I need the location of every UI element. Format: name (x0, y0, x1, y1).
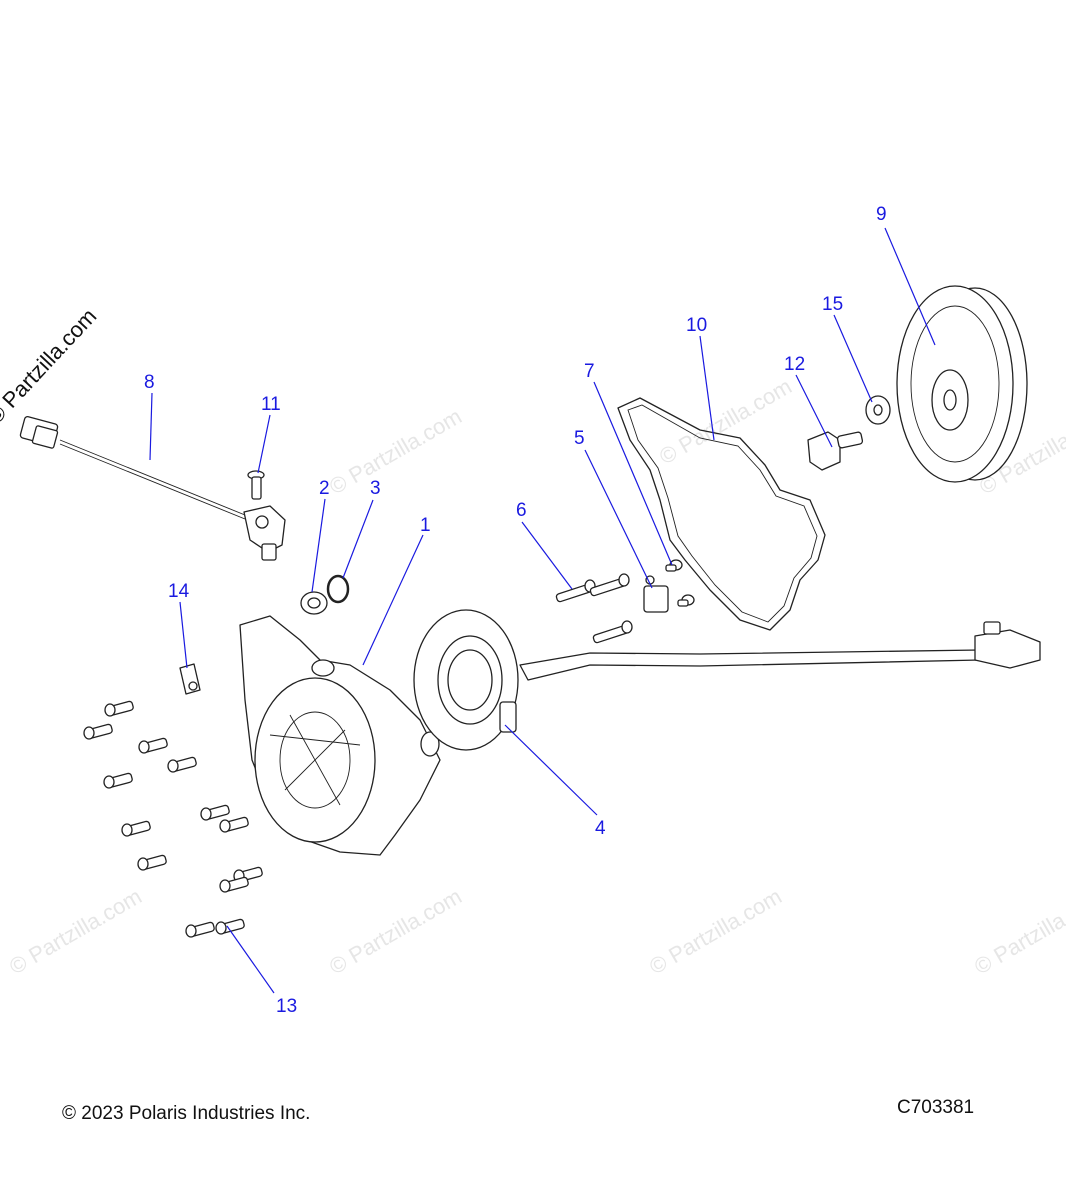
watermark: © Partzilla.com (325, 404, 466, 500)
callout-5: 5 (574, 428, 585, 449)
part-9-flywheel (896, 285, 1028, 483)
callout-7: 7 (584, 361, 595, 382)
cover-bolt (138, 737, 168, 754)
leader-line-8 (149, 392, 153, 461)
callout-4: 4 (595, 818, 606, 839)
part-15-washer (865, 395, 891, 425)
callout-13: 13 (276, 996, 297, 1017)
part-11-bolt (247, 470, 265, 500)
diagram-code: C703381 (897, 1097, 975, 1118)
part-3-retaining-ring (326, 574, 350, 604)
watermark: © Partzilla.com (5, 884, 146, 980)
stator-bolt (589, 573, 630, 597)
cover-bolt (121, 820, 151, 837)
part-14-clip (179, 663, 201, 695)
cover-bolt (200, 804, 230, 821)
leader-line-2 (311, 498, 326, 593)
stator-bolt (592, 620, 633, 644)
cover-bolt (167, 756, 197, 773)
cover-bolt (104, 700, 134, 717)
clamp-screw (677, 594, 695, 607)
cover-bolt (219, 816, 249, 833)
callout-11: 11 (261, 394, 281, 415)
part-2-bearing (300, 591, 328, 615)
leader-line-10 (699, 335, 715, 441)
leader-line-5 (584, 449, 653, 589)
leader-line-4 (504, 724, 598, 816)
callout-6: 6 (516, 500, 527, 521)
part-5-clamp (643, 575, 669, 613)
watermark: © Partzilla.com (970, 884, 1066, 980)
clamp-screw (665, 559, 683, 572)
callout-2: 2 (319, 478, 330, 499)
callout-9: 9 (876, 204, 887, 225)
leader-line-9 (884, 227, 936, 346)
callout-1: 1 (420, 515, 431, 536)
part-13-bolt-set (83, 700, 263, 938)
leader-line-13 (226, 925, 275, 994)
callout-3: 3 (370, 478, 381, 499)
watermark: © Partzilla.com (645, 884, 786, 980)
callout-10: 10 (686, 315, 707, 336)
leader-line-15 (833, 314, 873, 403)
part-7-screws (665, 559, 695, 607)
cover-bolt (137, 854, 167, 871)
part-8-sensor-harness (19, 415, 286, 561)
callout-14: 14 (168, 581, 190, 602)
copyright-notice: © 2023 Polaris Industries Inc. (62, 1103, 311, 1124)
leader-line-6 (521, 521, 573, 590)
callout-labels: 1 2 3 4 5 6 7 8 9 10 11 12 13 14 15 (144, 204, 887, 1017)
cover-bolt (103, 772, 133, 789)
cover-bolt (83, 723, 113, 740)
watermark: © Partzilla.com (325, 884, 466, 980)
part-10-gasket (617, 397, 826, 631)
leader-line-11 (257, 414, 271, 474)
part-1-stator-cover (239, 615, 441, 856)
part-4-stator (413, 609, 1041, 751)
callout-15: 15 (822, 294, 843, 315)
leader-line-14 (179, 601, 188, 669)
cover-bolt (215, 918, 245, 935)
leader-line-1 (362, 534, 424, 666)
cover-bolt (219, 876, 249, 893)
watermark: © Partzilla.com (655, 374, 796, 470)
leader-lines (149, 227, 936, 994)
leader-line-7 (593, 381, 673, 566)
leader-line-3 (342, 499, 374, 579)
part-6-stator-bolts (555, 573, 633, 644)
callout-8: 8 (144, 372, 155, 393)
callout-12: 12 (784, 354, 805, 375)
leader-line-12 (795, 374, 833, 448)
cover-bolt (185, 921, 215, 938)
stator-bolt (555, 579, 596, 603)
part-12-flywheel-bolt (807, 431, 864, 471)
